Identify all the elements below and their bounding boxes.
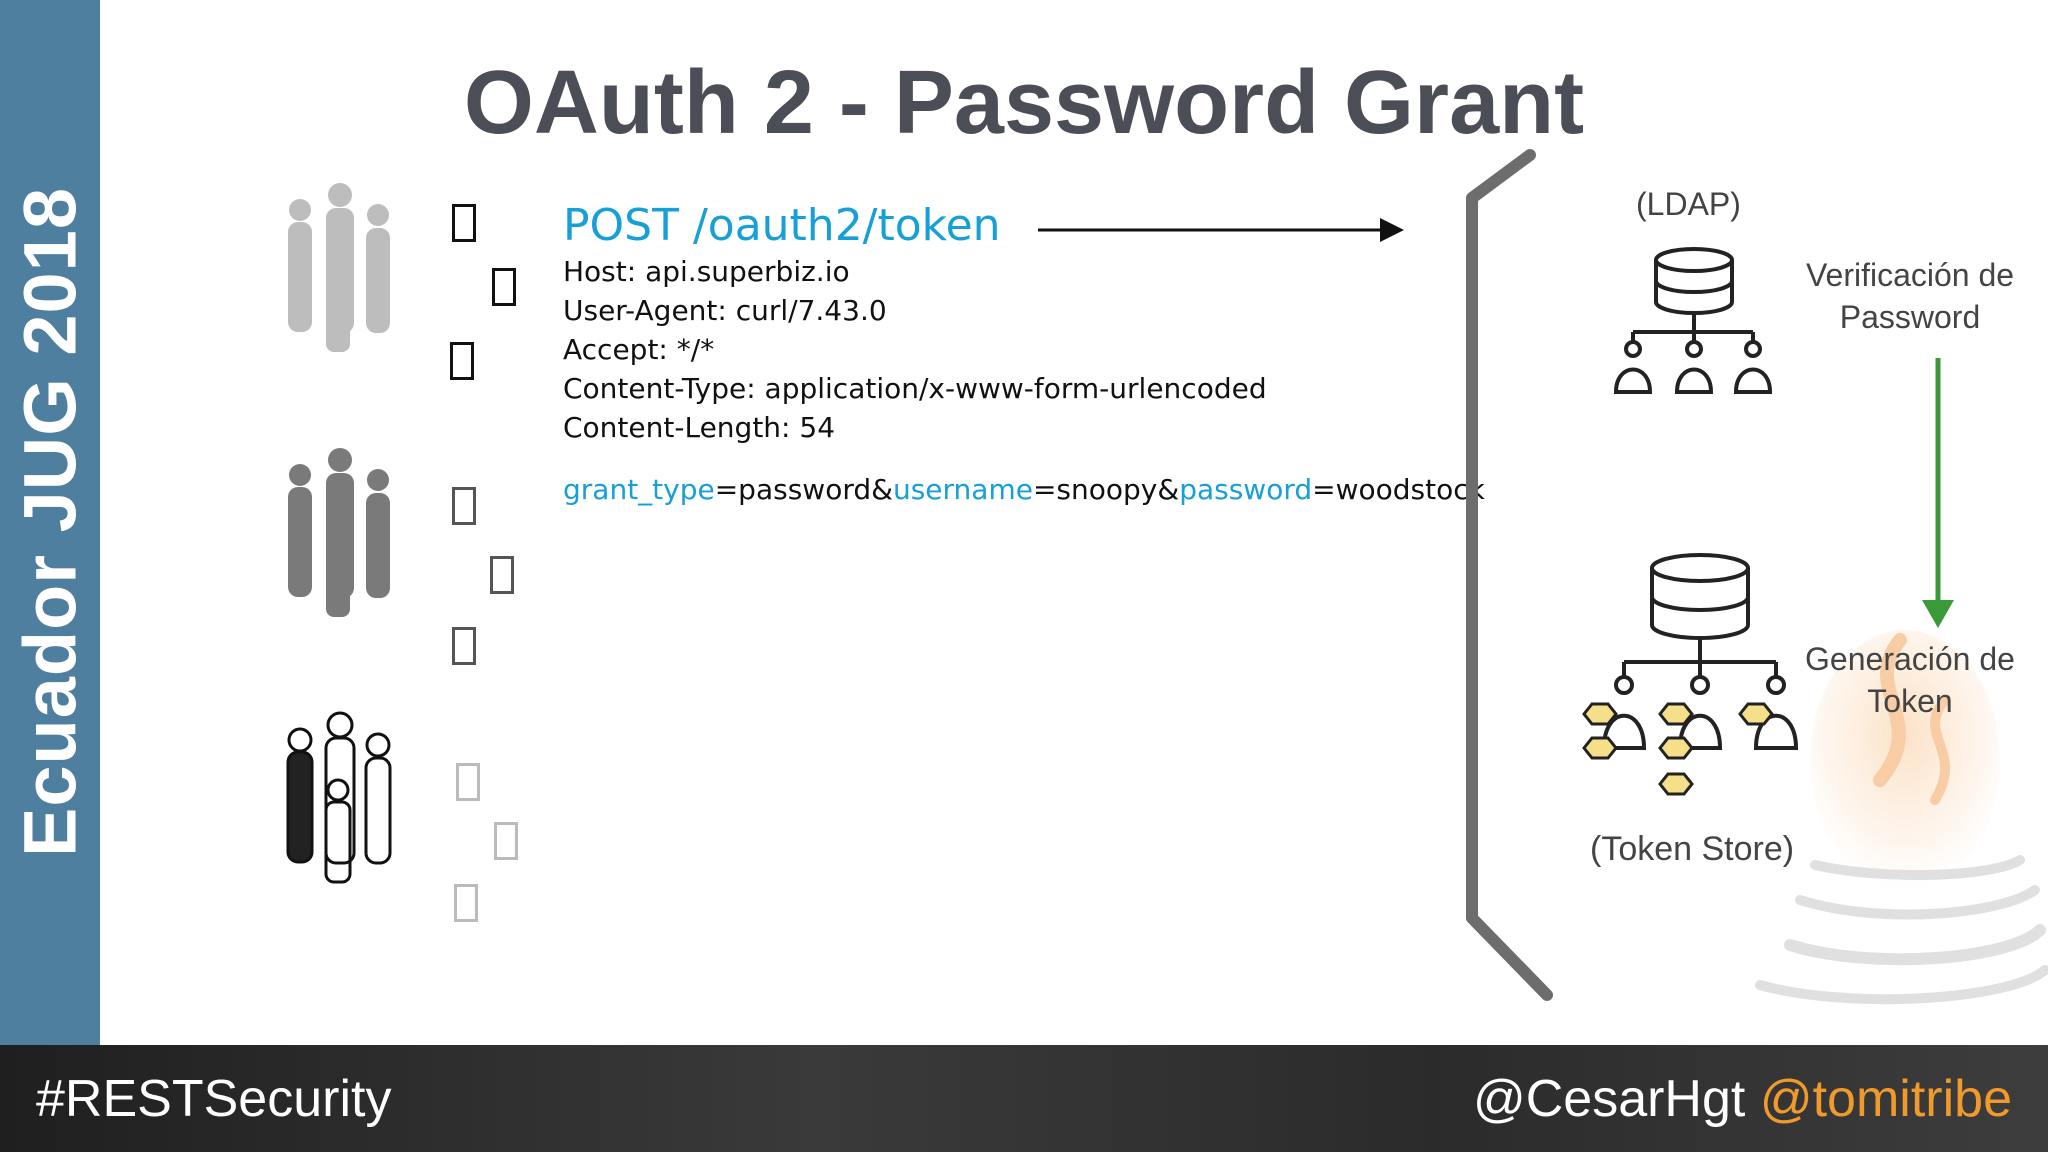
glyph-box — [450, 342, 474, 380]
footer-handles: @CesarHgt @tomitribe — [1473, 1069, 2012, 1129]
request-header: Host: api.superbiz.io — [563, 255, 850, 288]
param-username-value: =snoopy& — [1032, 473, 1180, 506]
diagram-graphics — [1038, 149, 2048, 1005]
glyph-box — [452, 204, 476, 242]
family-illustrations — [286, 183, 392, 884]
java-logo-icon — [1755, 630, 2048, 1005]
token-store-label: (Token Store) — [1590, 830, 1795, 868]
param-grant-type-value: =password& — [714, 473, 893, 506]
request-endpoint: POST /oauth2/token — [563, 200, 1001, 251]
footer-bar — [0, 1045, 2048, 1152]
slide-title: OAuth 2 - Password Grant — [463, 53, 1585, 153]
param-password-value: =woodstock — [1312, 473, 1485, 506]
verification-label: Verificación de Password — [1805, 257, 2015, 335]
request-body: grant_type=password&username=snoopy&pass… — [563, 473, 1485, 506]
request-header: Content-Type: application/x-www-form-url… — [563, 372, 1267, 405]
glyph-box — [456, 763, 480, 801]
http-request: POST /oauth2/token Host: api.superbiz.io… — [563, 200, 1485, 506]
glyph-box — [452, 627, 476, 665]
glyph-column — [440, 190, 530, 950]
request-arrow-icon — [1038, 218, 1404, 242]
ldap-database-icon — [1613, 247, 1773, 394]
param-password-key: password — [1179, 473, 1313, 506]
family-dark-icon — [286, 711, 392, 884]
param-grant-type-key: grant_type — [563, 473, 715, 506]
verification-arrow-icon — [1922, 358, 1954, 628]
token-store-icon — [1582, 553, 1799, 796]
sidebar: Ecuador JUG 2018 — [0, 0, 100, 1045]
request-header: User-Agent: curl/7.43.0 — [563, 294, 887, 327]
footer-hashtag: #RESTSecurity — [36, 1070, 392, 1128]
ldap-label: (LDAP) — [1636, 186, 1741, 222]
family-light-icon — [288, 183, 390, 352]
glyph-box — [494, 822, 518, 860]
glyph-box — [454, 884, 478, 922]
glyph-box — [452, 487, 476, 525]
glyph-box — [490, 556, 514, 594]
param-username-key: username — [892, 473, 1033, 506]
request-header: Content-Length: 54 — [563, 411, 836, 444]
family-mid-icon — [288, 448, 390, 617]
footer-handle-cesar: @CesarHgt — [1472, 1070, 1746, 1128]
request-header: Accept: */* — [563, 333, 715, 366]
generation-label: Generación de Token — [1805, 641, 2015, 719]
footer-handle-tomitribe: @tomitribe — [1759, 1070, 2012, 1128]
server-bracket-icon — [1466, 149, 1553, 1001]
glyph-box — [492, 268, 516, 306]
